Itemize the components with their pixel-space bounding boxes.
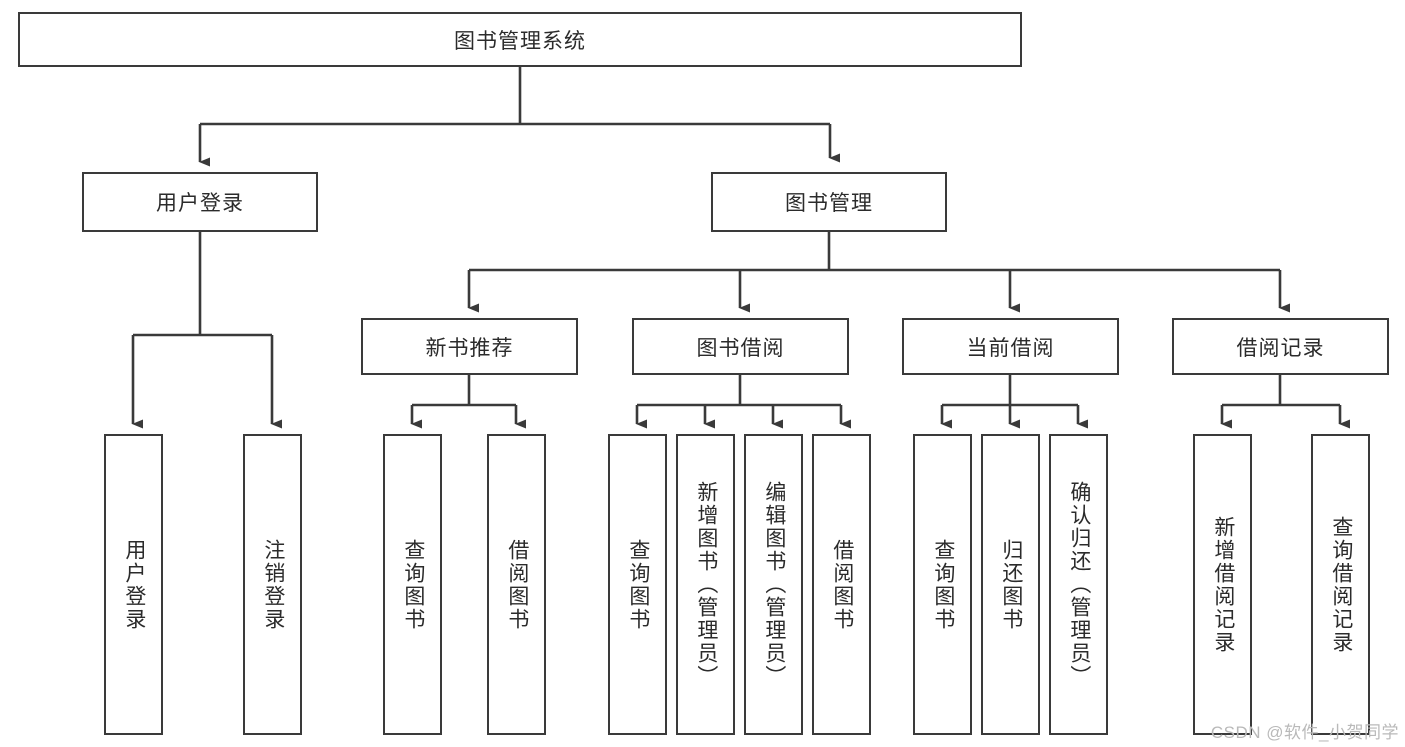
- node-label: 图书管理: [785, 192, 873, 215]
- node-label: 当前借阅: [966, 336, 1055, 360]
- leaf-logout[interactable]: 注销登录: [243, 434, 302, 735]
- node-label: 用户登录: [122, 538, 146, 631]
- leaf-add-borrow-record[interactable]: 新增借阅记录: [1193, 434, 1252, 735]
- node-label: 注销登录: [261, 538, 285, 631]
- node-label: 查询图书: [931, 538, 955, 631]
- leaf-add-book-admin[interactable]: 新增图书（管理员）: [676, 434, 735, 735]
- leaf-current-query-book[interactable]: 查询图书: [913, 434, 972, 735]
- leaf-borrow-query-book[interactable]: 查询图书: [608, 434, 667, 735]
- node-label: 新增图书（管理员）: [694, 481, 718, 688]
- node-label: 借阅图书: [505, 538, 529, 631]
- node-current-borrow[interactable]: 当前借阅: [902, 318, 1119, 375]
- node-label: 用户登录: [156, 192, 244, 215]
- node-label: 图书管理系统: [454, 29, 586, 53]
- node-label: 新增借阅记录: [1211, 515, 1235, 654]
- node-label: 查询图书: [626, 538, 650, 631]
- node-user-login[interactable]: 用户登录: [82, 172, 318, 232]
- leaf-edit-book-admin[interactable]: 编辑图书（管理员）: [744, 434, 803, 735]
- node-label: 图书借阅: [696, 336, 785, 360]
- leaf-user-login[interactable]: 用户登录: [104, 434, 163, 735]
- node-label: 新书推荐: [425, 336, 514, 360]
- node-label: 确认归还（管理员）: [1067, 481, 1091, 688]
- node-book-borrow[interactable]: 图书借阅: [632, 318, 849, 375]
- leaf-borrow-book[interactable]: 借阅图书: [812, 434, 871, 735]
- leaf-new-book-borrow[interactable]: 借阅图书: [487, 434, 546, 735]
- node-label: 查询图书: [401, 538, 425, 631]
- node-label: 借阅记录: [1236, 336, 1325, 360]
- leaf-new-book-query[interactable]: 查询图书: [383, 434, 442, 735]
- node-label: 归还图书: [999, 538, 1023, 631]
- node-label: 编辑图书（管理员）: [762, 481, 786, 688]
- leaf-query-borrow-record[interactable]: 查询借阅记录: [1311, 434, 1370, 735]
- node-new-book-recommend[interactable]: 新书推荐: [361, 318, 578, 375]
- node-borrow-record[interactable]: 借阅记录: [1172, 318, 1389, 375]
- leaf-return-book[interactable]: 归还图书: [981, 434, 1040, 735]
- node-root-system[interactable]: 图书管理系统: [18, 12, 1022, 67]
- csdn-watermark: CSDN @软件_小贺同学: [1210, 723, 1399, 742]
- leaf-confirm-return-admin[interactable]: 确认归还（管理员）: [1049, 434, 1108, 735]
- node-label: 借阅图书: [830, 538, 854, 631]
- node-label: 查询借阅记录: [1329, 515, 1353, 654]
- node-book-management[interactable]: 图书管理: [711, 172, 947, 232]
